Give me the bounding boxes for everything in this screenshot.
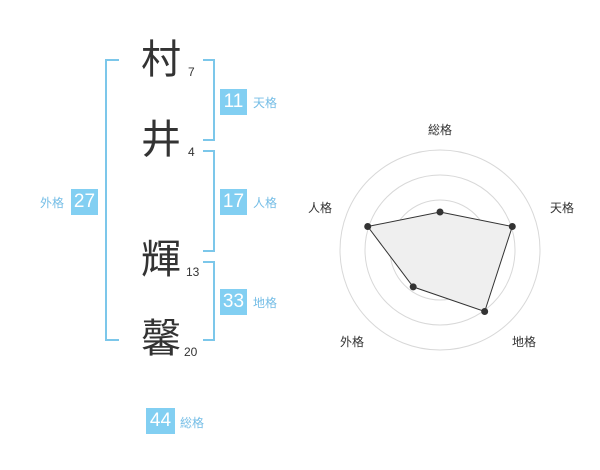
radar-point-1 <box>436 208 444 216</box>
tenkaku-label: 天格 <box>253 96 278 110</box>
name-char-3: 輝 <box>141 237 181 283</box>
name-char-2: 井 <box>141 117 181 163</box>
chikaku-label: 地格 <box>253 296 278 310</box>
radar-point-4 <box>409 283 417 291</box>
name-char-1: 村 <box>141 37 181 83</box>
radar-area <box>366 211 513 313</box>
stroke-count-3: 13 <box>186 265 200 279</box>
radar-ring <box>364 174 516 326</box>
radar-label-tenkaku: 天格 <box>550 201 575 215</box>
stroke-count-4: 20 <box>184 345 198 359</box>
radar-label-chikaku: 地格 <box>512 335 537 349</box>
jinkaku-bracket <box>203 150 215 252</box>
radar-label-gaikaku: 外格 <box>340 335 365 349</box>
chikaku-bracket <box>203 261 215 341</box>
radar-point-5 <box>364 223 372 231</box>
gaikaku-label: 外格 <box>40 196 65 210</box>
tenkaku-bracket <box>203 59 215 141</box>
soukaku-value: 44 <box>146 408 175 434</box>
radar-label-jinkaku: 人格 <box>308 201 333 215</box>
jinkaku-label: 人格 <box>253 196 278 210</box>
radar-ring <box>339 149 541 351</box>
gaikaku-bracket <box>105 59 119 341</box>
radar-label-soukaku: 総格 <box>428 123 453 137</box>
stroke-count-2: 4 <box>188 145 195 159</box>
radar-point-2 <box>508 223 516 231</box>
soukaku-label: 総格 <box>180 416 205 430</box>
name-char-4: 馨 <box>141 316 181 362</box>
radar-point-3 <box>481 307 489 315</box>
stroke-count-1: 7 <box>188 65 195 79</box>
chikaku-value: 33 <box>220 289 247 315</box>
jinkaku-value: 17 <box>220 189 247 215</box>
gaikaku-value: 27 <box>71 189 98 215</box>
radar-points <box>364 208 516 315</box>
tenkaku-value: 11 <box>220 89 247 115</box>
